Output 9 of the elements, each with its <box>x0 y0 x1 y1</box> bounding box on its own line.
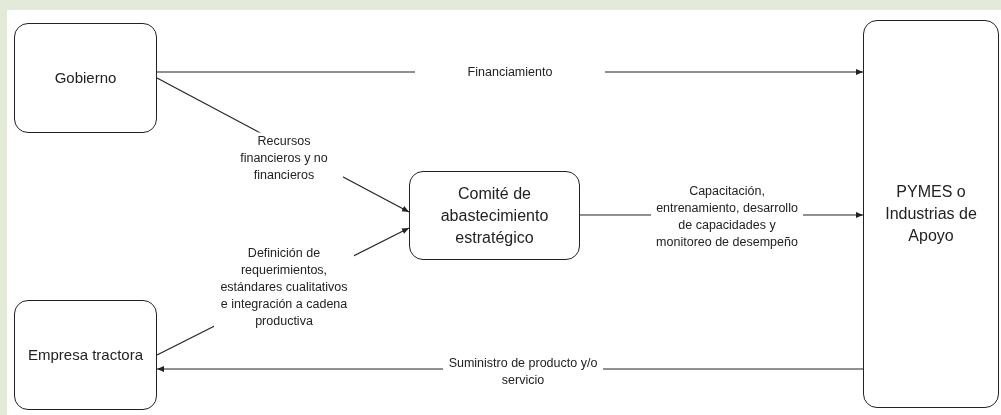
node-label: Empresa tractora <box>27 345 143 365</box>
process-box <box>14 23 157 133</box>
node-label: Gobierno <box>54 68 117 88</box>
process-box <box>863 20 999 408</box>
node-label: Comité de abastecimiento estratégico <box>439 183 550 248</box>
process-box <box>14 300 157 410</box>
process-box <box>409 171 580 260</box>
node-label: PYMES o Industrias de Apoyo <box>884 182 978 246</box>
edge-label: Capacitación, entrenamiento, desarrollo de capacidades y monitoreo de desempeño <box>651 183 803 251</box>
